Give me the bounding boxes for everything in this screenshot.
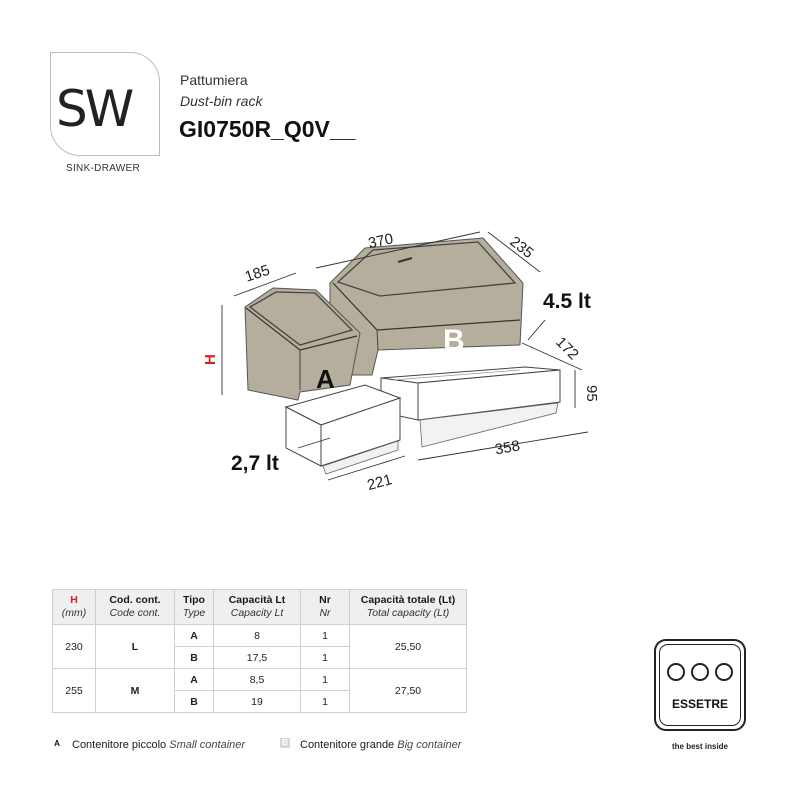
big-bin (329, 237, 524, 376)
circle-icon (691, 663, 709, 681)
legend-a-badge: A (54, 739, 60, 748)
col-header-code: Cod. cont.Code cont. (95, 589, 175, 625)
capacity-big: 4.5 lt (543, 290, 591, 313)
table-row: 255 M A 8,5 1 27,50 (52, 668, 467, 713)
capacity-small: 2,7 lt (231, 452, 279, 475)
dim-small-width: 185 (243, 262, 272, 286)
essetre-logo (654, 639, 746, 731)
dim-big-height: 95 (583, 385, 600, 402)
technical-drawing: 370 235 185 172 95 358 221 H A B 4.5 lt … (202, 230, 600, 494)
dim-top-width: 370 (367, 230, 395, 252)
dim-small-length: 221 (365, 471, 394, 494)
dim-top-depth: 235 (506, 233, 536, 262)
dim-height-label: H (202, 354, 219, 365)
dim-big-length: 358 (494, 437, 522, 458)
title-english: Dust-bin rack (180, 93, 263, 109)
table-row: B 19 1 (53, 690, 467, 713)
label-container-b: B (443, 324, 465, 357)
sw-logo: SW (56, 80, 134, 138)
essetre-logo-inner (659, 644, 741, 726)
logo-subtitle: SINK-DRAWER (66, 163, 141, 174)
circle-icon (715, 663, 733, 681)
title-italian: Pattumiera (180, 72, 248, 88)
small-bin (244, 287, 361, 401)
table-row: 230 L A 8 1 25,50 (52, 624, 467, 669)
legend-b-text: Contenitore grande Big container (300, 739, 462, 751)
big-tray (380, 366, 561, 448)
brand-tagline: the best inside (671, 742, 728, 751)
legend-b-badge: B (280, 738, 290, 748)
legend-a-text: Contenitore piccolo Small container (72, 739, 246, 751)
col-header-total: Capacità totale (Lt)Total capacity (Lt) (349, 589, 467, 625)
label-container-a: A (316, 364, 335, 394)
circle-icon (667, 663, 685, 681)
logo-frame (50, 52, 160, 156)
brand-name: ESSETRE (671, 697, 728, 711)
col-header-h: H(mm) (52, 589, 96, 625)
product-code: GI0750R_Q0V__ (179, 116, 356, 142)
small-tray (284, 384, 402, 475)
